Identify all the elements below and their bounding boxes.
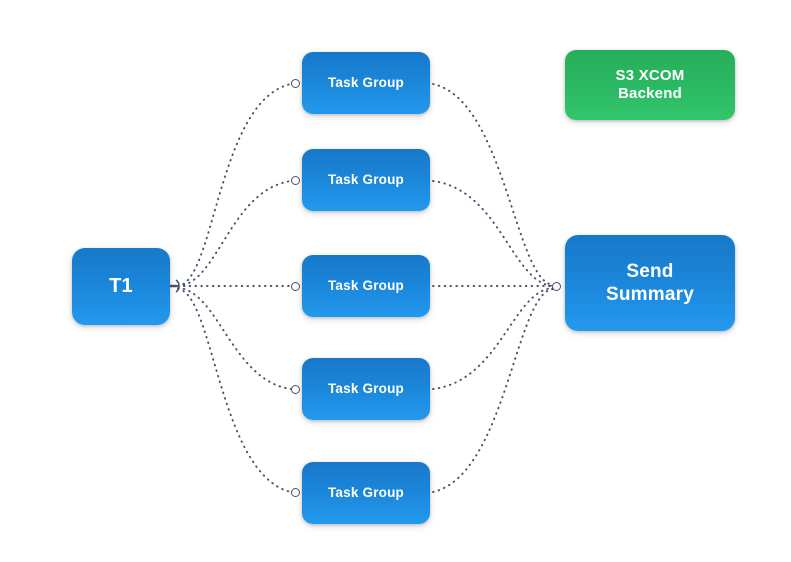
edge-task-group-2-to-send-summary	[432, 180, 554, 287]
edge-t1-to-task-group-5	[177, 288, 292, 493]
edge-t1-to-task-group-2	[177, 180, 292, 287]
edge-task-group-4-to-send-summary	[432, 287, 554, 390]
node-task-group-2-label: Task Group	[327, 171, 404, 187]
node-task-group-5-label: Task Group	[327, 484, 404, 500]
node-send-summary[interactable]: Send Summary	[565, 235, 735, 331]
node-task-group-4[interactable]: Task Group	[302, 358, 430, 420]
port-task-group-1-in[interactable]	[291, 79, 300, 88]
node-task-group-3[interactable]: Task Group	[302, 255, 430, 317]
node-s3-xcom-backend[interactable]: S3 XCOM Backend	[565, 50, 735, 120]
port-task-group-4-in[interactable]	[291, 385, 300, 394]
node-t1-label: T1	[109, 275, 133, 298]
port-task-group-2-in[interactable]	[291, 176, 300, 185]
edge-task-group-1-to-send-summary	[432, 83, 554, 286]
node-task-group-1[interactable]: Task Group	[302, 52, 430, 114]
port-task-group-5-in[interactable]	[291, 488, 300, 497]
port-send-summary-in[interactable]	[552, 282, 561, 291]
port-task-group-3-in[interactable]	[291, 282, 300, 291]
node-s3-xcom-backend-label: S3 XCOM Backend	[615, 66, 685, 102]
node-task-group-2[interactable]: Task Group	[302, 149, 430, 211]
node-t1[interactable]: T1	[72, 248, 170, 325]
node-task-group-5[interactable]: Task Group	[302, 462, 430, 524]
node-task-group-4-label: Task Group	[327, 380, 404, 396]
node-task-group-3-label: Task Group	[327, 277, 404, 293]
edge-t1-to-task-group-4	[177, 287, 292, 390]
t1-output-marker	[168, 279, 180, 293]
node-task-group-1-label: Task Group	[327, 74, 404, 90]
edge-t1-to-task-group-1	[177, 83, 292, 287]
edge-task-group-5-to-send-summary	[432, 288, 554, 493]
node-send-summary-label: Send Summary	[606, 260, 694, 305]
